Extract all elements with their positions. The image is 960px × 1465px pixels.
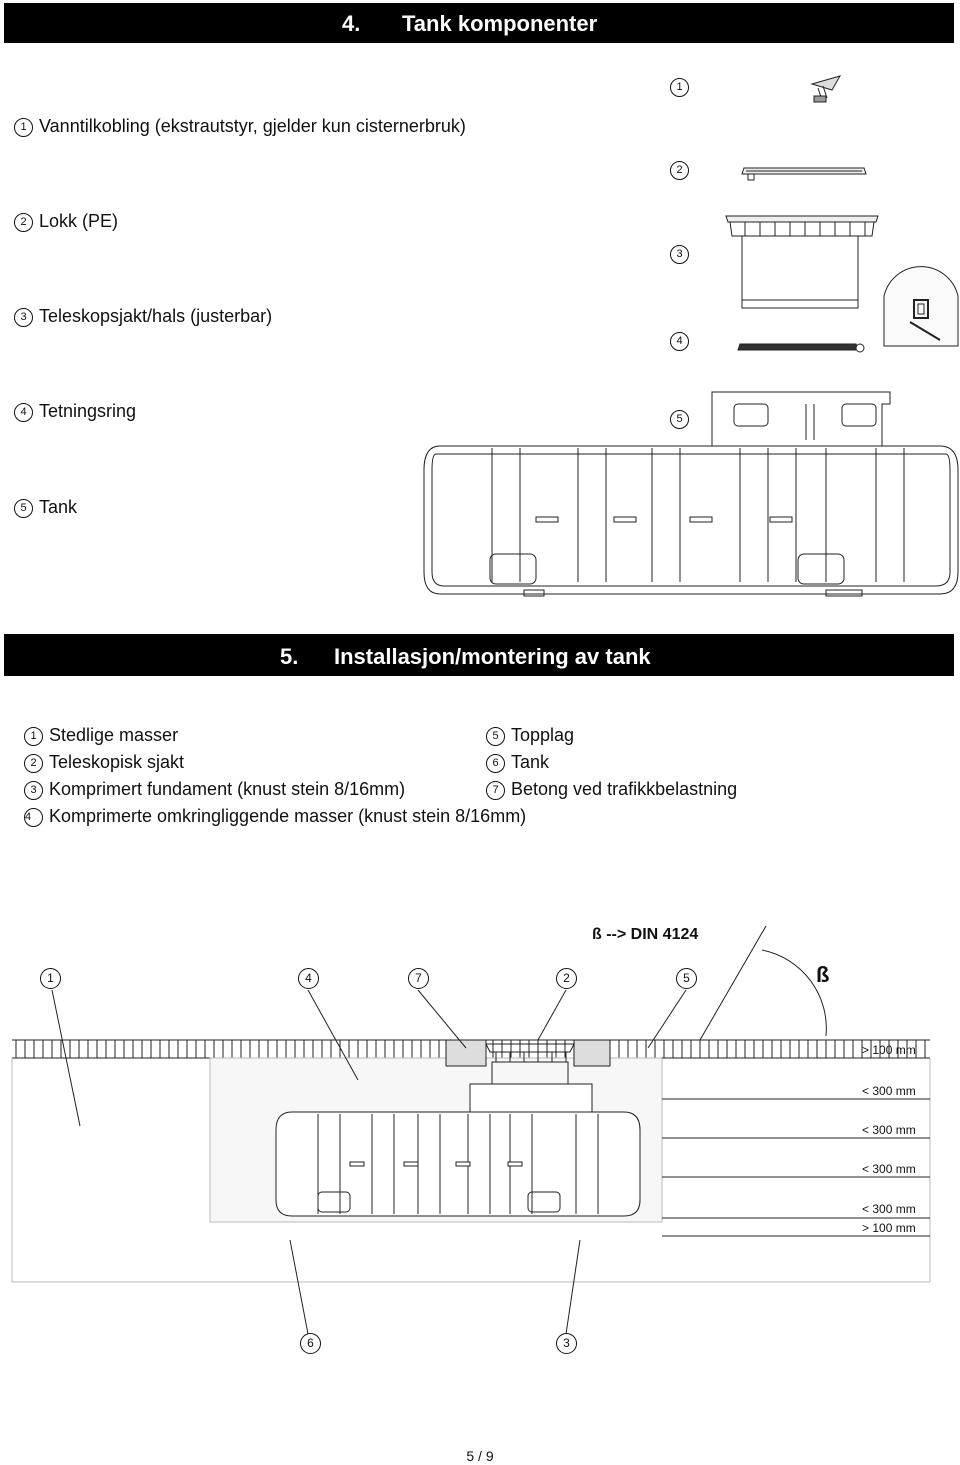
dimension-label: < 300 mm — [862, 1084, 916, 1098]
marker-circle: 2 — [14, 213, 33, 232]
tank-section — [275, 1083, 641, 1217]
lid-drawing — [741, 167, 867, 181]
section-5-number: 5. — [280, 644, 299, 669]
page-number: 5 / 9 — [466, 1448, 494, 1464]
component-label: Teleskopsjakt/hals (justerbar) — [39, 306, 273, 326]
section-4-header: 4. Tank komponenter — [4, 3, 954, 43]
drawing-marker-3: 3 — [670, 245, 689, 264]
telescopic-shaft-drawing — [725, 215, 879, 309]
drawing-marker-4: 4 — [670, 332, 689, 351]
section-marker-5: 5 — [676, 968, 703, 989]
section-5-title: Installasjon/montering av tank — [334, 644, 651, 669]
component-label: Tank — [39, 497, 78, 517]
component-item-5: 5 Tank — [14, 497, 77, 518]
dimension-label: > 100 mm — [862, 1043, 916, 1057]
component-label: Vanntilkobling (ekstrautstyr, gjelder ku… — [39, 116, 466, 136]
section-4-title: Tank komponenter — [402, 11, 598, 36]
leader-lines — [51, 925, 827, 1335]
marker-circle: 1 — [14, 118, 33, 137]
section-5-header: 5. Installasjon/montering av tank — [4, 634, 954, 676]
section-4-number: 4. — [342, 11, 361, 36]
ground-surface — [12, 1039, 930, 1059]
gravel-backfill — [209, 1057, 663, 1223]
section-marker-4: 4 — [298, 968, 325, 989]
marker-circle: 4 — [14, 403, 33, 422]
sealing-ring-detail — [883, 266, 959, 347]
component-item-3: 3 Teleskopsjakt/hals (justerbar) — [14, 306, 272, 327]
dimension-label: < 300 mm — [862, 1202, 916, 1216]
component-label: Lokk (PE) — [39, 211, 119, 231]
marker-circle: 5 — [14, 499, 33, 518]
sealing-ring-drawing — [737, 343, 865, 353]
component-label: Tetningsring — [39, 401, 137, 421]
component-item-1: 1 Vanntilkobling (ekstrautstyr, gjelder k… — [14, 116, 466, 137]
dimension-label: < 300 mm — [862, 1123, 916, 1137]
slope-angle-symbol: ß — [816, 962, 830, 987]
section-marker-1: 1 — [40, 968, 67, 989]
tank-drawing — [423, 391, 959, 597]
component-item-4: 4 Tetningsring — [14, 401, 136, 422]
marker-circle: 3 — [14, 308, 33, 327]
excavation-outline — [11, 1058, 931, 1283]
section-marker-3: 3 — [556, 1333, 583, 1354]
dimension-label: > 100 mm — [862, 1221, 916, 1235]
din-note: ß --> DIN 4124 — [592, 926, 699, 943]
section-marker-6: 6 — [300, 1333, 327, 1354]
section-marker-2: 2 — [556, 968, 583, 989]
component-item-2: 2 Lokk (PE) — [14, 211, 118, 232]
section-marker-7: 7 — [408, 968, 435, 989]
water-connection-drawing — [810, 75, 842, 103]
drawing-marker-2: 2 — [670, 161, 689, 180]
dimension-label: < 300 mm — [862, 1162, 916, 1176]
drawing-marker-1: 1 — [670, 78, 689, 97]
concrete-slab — [445, 1039, 611, 1085]
drawing-marker-5: 5 — [670, 410, 689, 429]
component-drawings — [423, 75, 959, 597]
